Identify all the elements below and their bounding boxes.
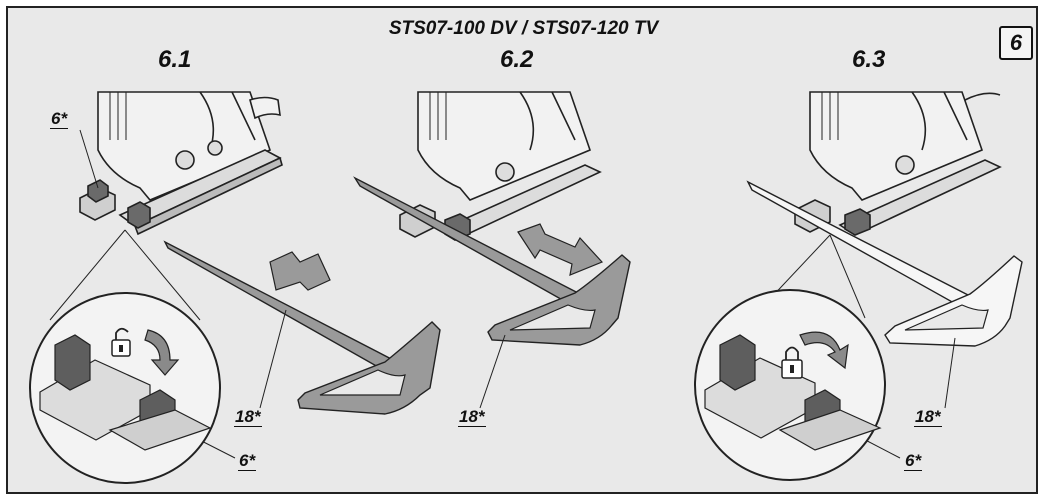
step-title-6-2: 6.2 [500,46,534,73]
panel-6-1 [29,91,441,484]
callout-part-6-step1: 6* [50,109,69,129]
model-title: STS07-100 DV / STS07-120 TV [388,18,659,39]
step-title-6-1: 6.1 [158,46,192,73]
figure-number-badge: 6 [999,26,1033,60]
step-title-6-3: 6.3 [852,46,886,73]
curved-arrow-icon [799,331,849,370]
parallel-guide-6-2 [353,176,631,346]
callout-guide-18-step2: 18* [458,407,486,427]
panel-6-2 [353,91,631,409]
jigsaw-tool-6-1 [79,91,283,236]
callout-part-6-detail3: 6* [904,451,923,471]
lock-icon [781,346,803,379]
double-arrow-icon [517,223,604,276]
jigsaw-tool-6-3 [794,91,1002,236]
parallel-guide-6-1 [163,240,441,415]
callout-guide-18-step1: 18* [234,407,262,427]
unlock-icon [111,327,131,357]
callout-guide-18-step3: 18* [914,407,942,427]
arrow-right-icon [269,251,331,291]
callout-part-6-detail1: 6* [238,451,257,471]
parallel-guide-6-3 [746,180,1023,347]
detail-circle-6-1 [29,292,221,484]
detail-circle-6-3 [694,289,886,481]
curved-arrow-icon [144,329,180,376]
panel-6-3 [694,91,1023,481]
